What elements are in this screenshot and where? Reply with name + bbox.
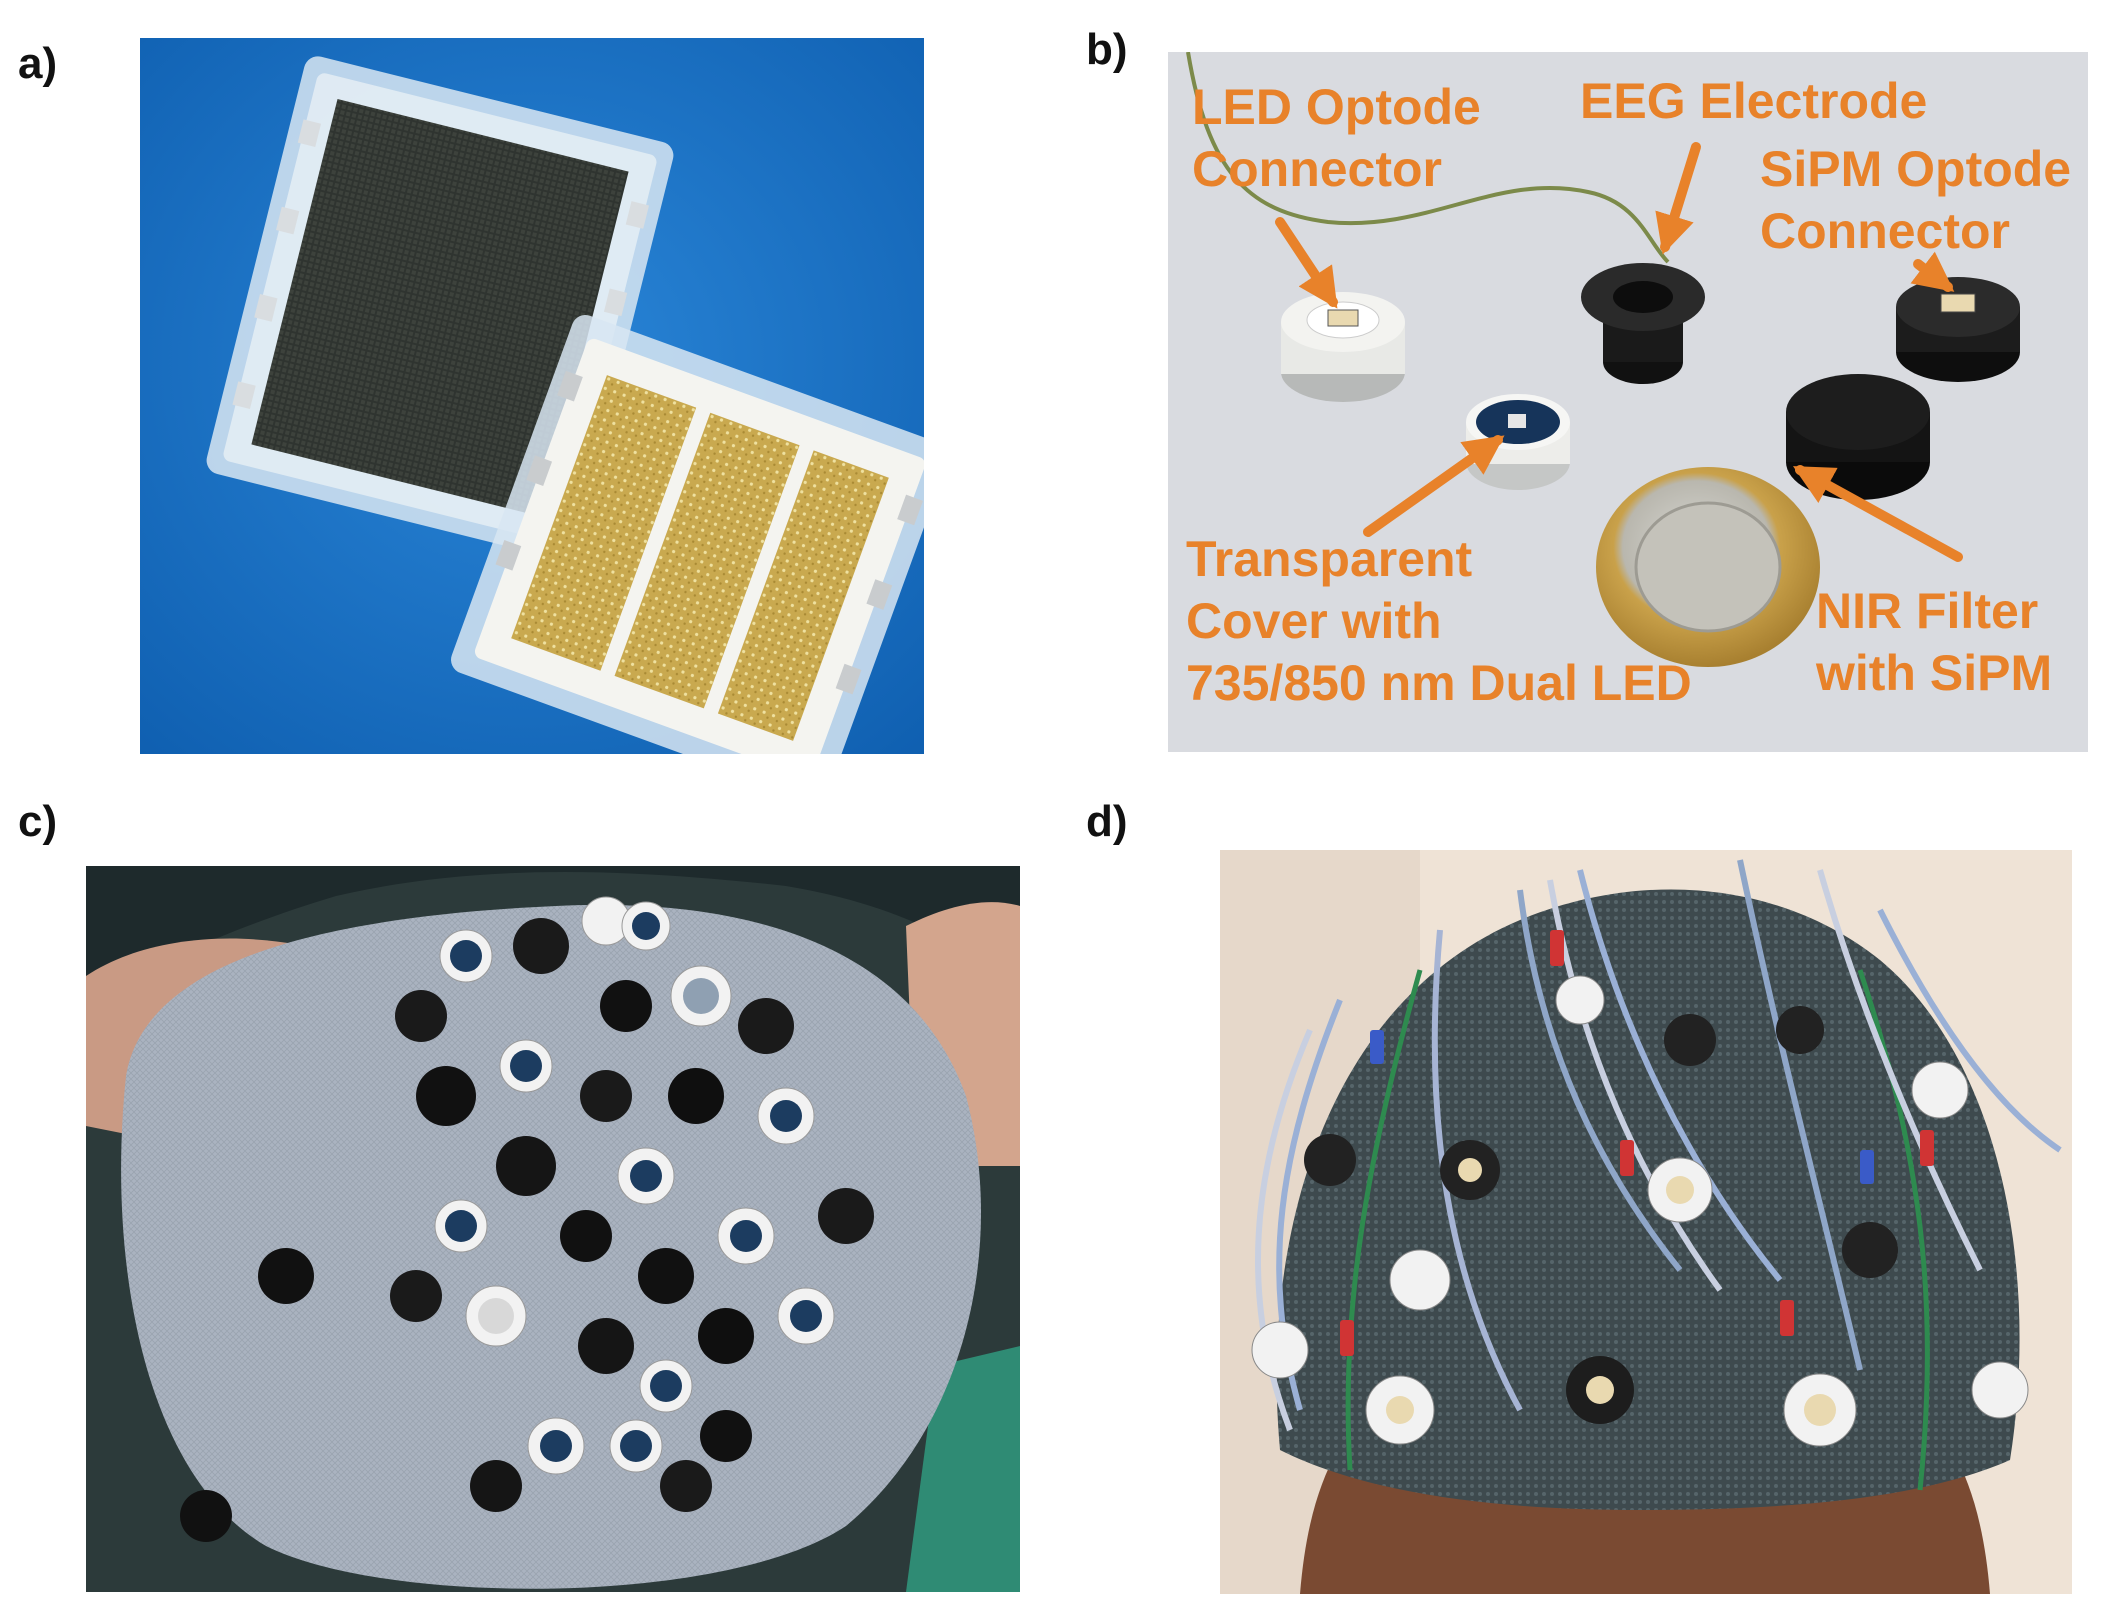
panel-label-d: d) — [1086, 797, 1128, 846]
worn-cap-illustration — [1220, 850, 2072, 1594]
euro-coin — [1596, 467, 1820, 667]
label-cover-line2: Cover with — [1186, 593, 1442, 649]
panel-label-c: c) — [18, 797, 58, 846]
panel-label-a: a) — [18, 39, 58, 88]
label-sipm-optode-connector: SiPM Optode Connector — [1760, 138, 2071, 262]
label-eeg-line1: EEG Electrode — [1580, 73, 1928, 129]
sipm-optode-connector — [1896, 277, 2020, 382]
panel-d-worn-cap-photo — [1220, 850, 2072, 1594]
sipm-chips-illustration — [140, 38, 924, 754]
red-wire-clips — [1340, 930, 1934, 1356]
panel-c-cap-photo — [86, 866, 1020, 1592]
arrow-nir-filter — [1792, 465, 1963, 562]
label-cover-line3: 735/850 nm Dual LED — [1186, 655, 1692, 711]
panel-a-sipm-chips-photo — [140, 38, 924, 754]
arrow-transparent-cover — [1363, 435, 1505, 537]
eeg-electrode — [1581, 263, 1705, 384]
arrow-sipm-connector — [1910, 251, 1955, 292]
label-nir-line1: NIR Filter — [1816, 583, 2039, 639]
worn-optodes — [1251, 975, 2029, 1447]
label-led-line2: Connector — [1192, 141, 1442, 197]
arrow-led-connector — [1275, 217, 1338, 309]
label-led-line1: LED Optode — [1192, 79, 1481, 135]
optodes-illustration — [1168, 52, 2088, 752]
transparent-cover-led — [1466, 394, 1570, 490]
panel-b-optodes-photo — [1168, 52, 2088, 752]
sipm-chip-back — [451, 314, 924, 754]
label-led-optode-connector: LED Optode Connector — [1192, 76, 1481, 200]
panel-label-b: b) — [1086, 25, 1128, 74]
arrow-eeg-electrode — [1655, 142, 1701, 255]
led-optode-connector — [1281, 292, 1405, 402]
label-transparent-cover: Transparent Cover with 735/850 nm Dual L… — [1186, 528, 1692, 714]
label-cover-line1: Transparent — [1186, 531, 1473, 587]
label-sipm-line2: Connector — [1760, 203, 2010, 259]
nir-filter-sipm — [1786, 374, 1930, 500]
label-sipm-line1: SiPM Optode — [1760, 141, 2072, 197]
cap-illustration — [86, 866, 1020, 1592]
label-eeg-electrode: EEG Electrode — [1580, 70, 1927, 132]
label-nir-line2: with SiPM — [1816, 645, 2053, 701]
label-nir-filter: NIR Filter with SiPM — [1816, 580, 2052, 704]
cap-optodes — [180, 896, 874, 1542]
